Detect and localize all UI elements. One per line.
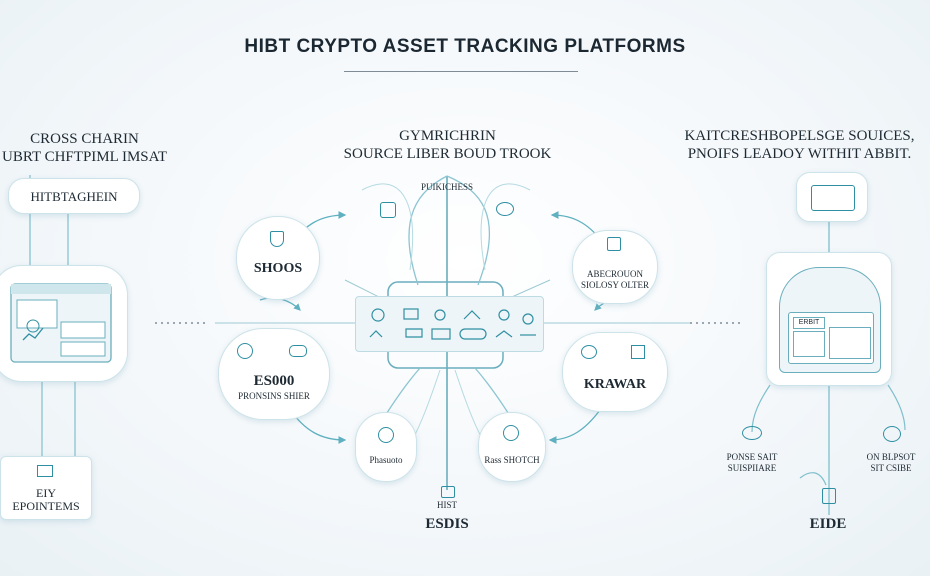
right-heading-line2: PNOIFS LEADOY WITHIT ABBIT. bbox=[687, 146, 912, 162]
node-right-bottom-label: KRAWAR bbox=[583, 377, 647, 392]
right-right-line2: SIT CSIBE bbox=[870, 463, 912, 473]
left-bottom-line2: EPOINTEMS bbox=[12, 499, 80, 513]
dashboard-icon bbox=[10, 283, 112, 363]
exchange-icon bbox=[883, 426, 901, 442]
right-heading-line1: KAITCRESHBOPELSGE SOUICES, bbox=[684, 128, 915, 144]
center-heading: GYMRICHRIN SOURCE LIBER BOUD TROOK bbox=[320, 127, 575, 163]
right-right-text: ON BLPSOT SIT CSIBE bbox=[852, 452, 930, 474]
left-platform-card bbox=[0, 265, 128, 382]
node-left-bottom-label: PRONSINS SHIER bbox=[238, 391, 310, 401]
right-left-text: PONSE SAIT SUISPIIARE bbox=[712, 452, 792, 474]
user-icon bbox=[631, 345, 645, 359]
analytics-icon bbox=[811, 185, 855, 211]
title-divider bbox=[344, 71, 578, 72]
left-heading-line1: CROSS CHARIN bbox=[30, 131, 139, 147]
screen-panel: ERBIT bbox=[788, 312, 874, 364]
target-icon bbox=[378, 427, 394, 443]
left-tag-label: HITBTAGHEIN bbox=[30, 189, 118, 204]
page-title: HIBT CRYPTO ASSET TRACKING PLATFORMS bbox=[244, 36, 686, 57]
left-heading: CROSS CHARIN UBRT CHFTPIML IMSAT bbox=[2, 130, 167, 166]
shield-icon bbox=[270, 231, 284, 247]
left-tag-card: HITBTAGHEIN bbox=[8, 178, 140, 214]
center-top-label: PUIKICHESS bbox=[420, 182, 473, 192]
left-heading-line2: UBRT CHFTPIML IMSAT bbox=[2, 149, 167, 165]
search-icon bbox=[503, 425, 519, 441]
chat-icon bbox=[793, 331, 825, 357]
hub-icons bbox=[369, 308, 536, 340]
node-bottom-left: Phasuoto bbox=[355, 412, 417, 482]
right-left-line1: PONSE SAIT bbox=[726, 452, 778, 462]
network-icon bbox=[496, 202, 514, 216]
glasses-icon bbox=[289, 345, 307, 357]
lock-icon bbox=[607, 237, 621, 251]
document-panel bbox=[829, 327, 871, 359]
wallet-icon bbox=[441, 486, 455, 498]
right-top-card bbox=[796, 172, 868, 222]
screen-label: ERBIT bbox=[793, 317, 825, 329]
right-bottom-value: EIDE bbox=[809, 516, 847, 532]
node-bottom-right: Rass SHOTCH bbox=[478, 412, 546, 482]
right-heading: KAITCRESHBOPELSGE SOUICES, PNOIFS LEADOY… bbox=[672, 127, 927, 163]
node-right-top-line2: SIOLOSY OLTER bbox=[580, 280, 650, 290]
node-left-bottom-value: ES000 bbox=[253, 373, 295, 389]
coin-icon bbox=[237, 343, 253, 359]
node-left-top-label: SHOOS bbox=[253, 261, 303, 276]
node-left-top: SHOOS bbox=[236, 216, 320, 300]
node-right-bottom: KRAWAR bbox=[562, 332, 668, 412]
node-right-top: ABECROUON SIOLOSY OLTER bbox=[572, 230, 658, 304]
cloud-frame: ERBIT bbox=[779, 267, 881, 373]
folder-icon bbox=[37, 465, 53, 477]
node-bottom-left-label: Phasuoto bbox=[369, 455, 403, 465]
center-heading-line1: GYMRICHRIN bbox=[399, 128, 496, 144]
node-right-top-line1: ABECROUON bbox=[586, 269, 643, 279]
document-icon bbox=[380, 202, 396, 218]
node-left-bottom: ES000 PRONSINS SHIER bbox=[218, 328, 330, 420]
center-bottom-value: ESDIS bbox=[425, 516, 469, 532]
center-bottom-small: HIST bbox=[437, 500, 457, 510]
left-bottom-line1: EIY bbox=[36, 486, 56, 500]
right-left-line2: SUISPIIARE bbox=[727, 463, 777, 473]
hourglass-icon bbox=[822, 488, 836, 504]
left-bottom-card: EIY EPOINTEMS bbox=[0, 456, 92, 520]
node-right-top-text: ABECROUON SIOLOSY OLTER bbox=[573, 269, 657, 291]
node-bottom-right-label: Rass SHOTCH bbox=[484, 455, 540, 465]
handshake-icon bbox=[742, 426, 762, 440]
central-hub-panel bbox=[355, 296, 544, 352]
right-right-line1: ON BLPSOT bbox=[866, 452, 916, 462]
center-heading-line2: SOURCE LIBER BOUD TROOK bbox=[343, 146, 552, 162]
left-bottom-text: EIY EPOINTEMS bbox=[1, 487, 91, 513]
chart-icon bbox=[581, 345, 597, 359]
right-platform-card: ERBIT bbox=[766, 252, 892, 386]
